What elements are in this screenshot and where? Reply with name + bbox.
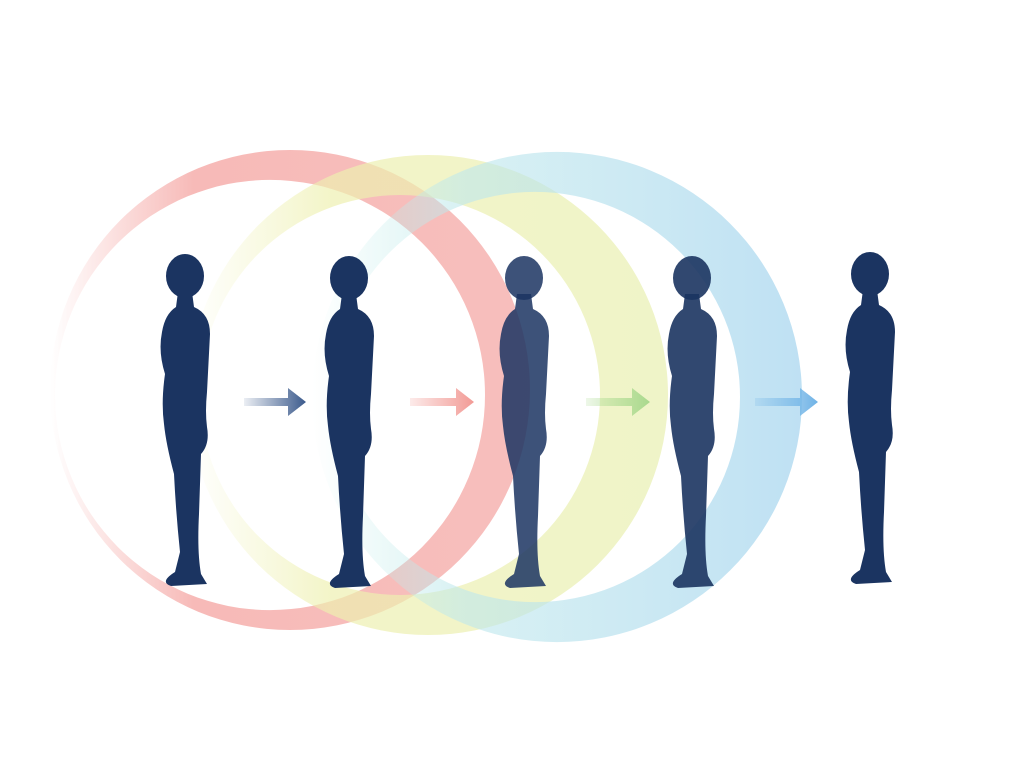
arrow-right-icon: [244, 388, 306, 416]
arrow-right-icon: [755, 388, 818, 416]
person-silhouette-icon: [160, 254, 210, 586]
person-silhouette-icon: [845, 252, 895, 584]
arrow-right-icon: [410, 388, 474, 416]
arrow-right-icon: [586, 388, 650, 416]
